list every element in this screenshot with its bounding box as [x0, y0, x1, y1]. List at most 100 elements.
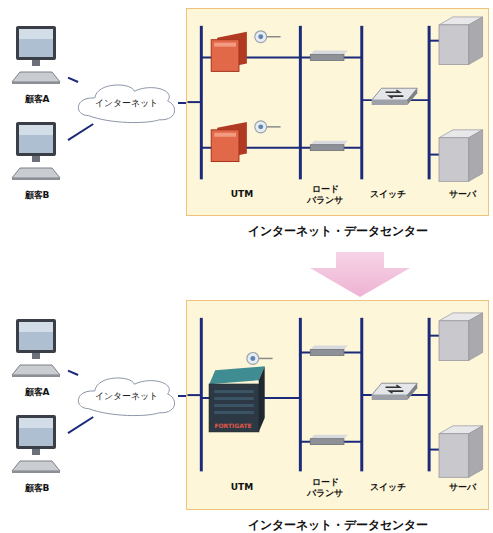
- load-balancer: [310, 439, 344, 445]
- node-label: インターネット: [95, 97, 158, 110]
- column-label: ロード バランサ: [302, 184, 348, 206]
- switch-arrows: [386, 385, 404, 393]
- node-label: 顧客A: [6, 93, 68, 106]
- brand-logo: FORTIGATE: [210, 422, 256, 429]
- internet-cloud: インターネット: [74, 82, 178, 124]
- cust-art: [6, 118, 68, 202]
- server-side: [469, 313, 483, 361]
- monitor-frame: [16, 122, 56, 156]
- server: [439, 434, 469, 478]
- monitor-stand: [32, 353, 40, 359]
- column-label: スイッチ: [363, 189, 413, 200]
- network-line: [428, 26, 431, 180]
- fortigate-side: [259, 366, 265, 431]
- utm-highlight: [214, 43, 236, 47]
- node-label: インターネット: [95, 390, 158, 403]
- caption: インターネット・データセンター: [147, 517, 493, 533]
- network-link: [68, 78, 78, 82]
- cloud-outline: [78, 378, 174, 416]
- lb-top: [310, 51, 348, 55]
- key-shaft: [267, 36, 281, 37]
- caption: インターネット・データセンター: [147, 223, 493, 240]
- switch-arrows: [386, 90, 404, 98]
- keyboard: [12, 168, 60, 178]
- transition-arrow: [310, 252, 410, 297]
- column-label: UTM: [217, 482, 267, 493]
- server-side: [469, 426, 483, 478]
- switch-front: [372, 100, 408, 105]
- network-line: [201, 397, 300, 399]
- lb-top: [310, 141, 348, 145]
- fortigate-slot: [214, 411, 254, 414]
- column-label: スイッチ: [363, 482, 413, 493]
- cust-art: [6, 315, 68, 399]
- network-link: [68, 371, 78, 375]
- security-icon-core: [258, 124, 263, 129]
- monitor-stand: [32, 449, 40, 455]
- network-line: [187, 101, 201, 103]
- monitor-stand: [32, 156, 40, 162]
- monitor-frame: [16, 26, 56, 60]
- security-icon-core: [258, 34, 263, 39]
- monitor-frame: [16, 415, 56, 449]
- monitor-screen: [19, 125, 53, 153]
- utm-appliance: [211, 130, 239, 162]
- column-label: サーバ: [437, 482, 487, 493]
- server: [439, 25, 469, 65]
- load-balancer: [310, 350, 344, 356]
- customer-pc: 顧客A: [6, 315, 68, 399]
- server: [439, 138, 469, 182]
- network-link: [178, 102, 186, 104]
- cust-art: [6, 22, 68, 106]
- monitor-screen: [19, 418, 53, 446]
- server-side: [469, 130, 483, 182]
- keyboard: [12, 461, 60, 471]
- node-label: 顧客A: [6, 386, 68, 399]
- screen-glare: [19, 29, 53, 39]
- network-line: [187, 394, 201, 396]
- internet-cloud: インターネット: [74, 375, 178, 417]
- fortigate-top: [209, 366, 264, 384]
- lb-top: [310, 346, 348, 350]
- screen-glare: [19, 418, 53, 428]
- column-label: UTM: [217, 189, 267, 200]
- security-icon: [255, 121, 267, 133]
- network-link: [68, 417, 93, 433]
- utm-appliance: [211, 40, 239, 72]
- fortigate-slot: [214, 404, 254, 407]
- security-icon: [255, 31, 267, 43]
- switch-side: [407, 88, 417, 105]
- utm-highlight: [214, 133, 236, 137]
- customer-pc: 顧客B: [6, 411, 68, 495]
- fortigate-slot: [214, 397, 254, 400]
- keyboard-edge: [12, 471, 60, 473]
- network-link: [68, 124, 93, 140]
- network-line: [299, 318, 302, 472]
- customer-pc: 顧客B: [6, 118, 68, 202]
- keyboard-edge: [12, 82, 60, 84]
- screen-glare: [19, 125, 53, 135]
- monitor-frame: [16, 319, 56, 353]
- key-shaft: [259, 358, 273, 359]
- monitor-screen: [19, 29, 53, 57]
- network-link: [178, 395, 186, 397]
- keyboard-edge: [12, 375, 60, 377]
- keyboard-edge: [12, 178, 60, 180]
- monitor-stand: [32, 60, 40, 66]
- fortigate-appliance: [209, 384, 259, 432]
- security-icon: [247, 353, 259, 365]
- screen-glare: [19, 322, 53, 332]
- security-icon-core: [250, 356, 255, 361]
- network-line: [360, 26, 363, 180]
- customer-pc: 顧客A: [6, 22, 68, 106]
- keyboard: [12, 365, 60, 375]
- lb-top: [310, 435, 348, 439]
- node-label: 顧客B: [6, 189, 68, 202]
- node-label: 顧客B: [6, 482, 68, 495]
- monitor-screen: [19, 322, 53, 350]
- load-balancer: [310, 55, 344, 61]
- network-line: [299, 26, 302, 180]
- switch-side: [407, 383, 417, 400]
- server-side: [469, 17, 483, 65]
- load-balancer: [310, 145, 344, 151]
